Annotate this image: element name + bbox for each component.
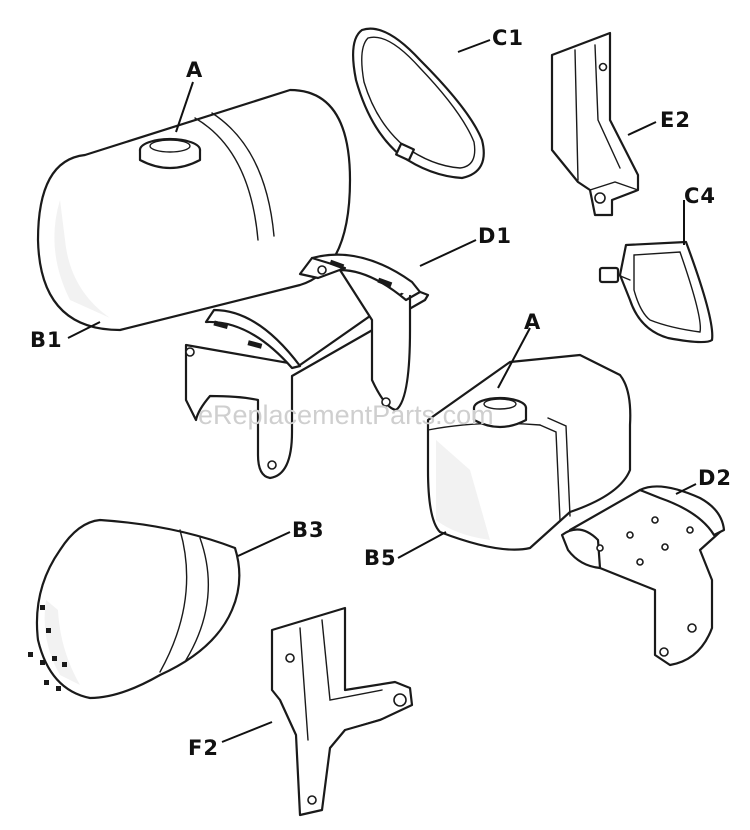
callout-a-right: A	[524, 310, 542, 334]
cradle-bracket-d1	[184, 253, 430, 480]
callout-d1: D1	[478, 224, 513, 248]
leader-lines	[67, 39, 697, 743]
bracket-f2	[270, 606, 414, 817]
callout-b3: B3	[292, 518, 325, 542]
callout-d2: D2	[698, 466, 733, 490]
fuel-tank-b1	[36, 88, 352, 332]
callout-b5: B5	[364, 546, 397, 570]
callout-e2: E2	[660, 108, 691, 132]
callout-b1: B1	[30, 328, 63, 352]
cradle-bracket-d2	[560, 485, 726, 667]
fuel-tank-b5	[426, 353, 632, 551]
strap-c1	[351, 27, 485, 180]
bracket-e2	[550, 31, 640, 217]
fuel-tank-b3	[28, 518, 241, 700]
callout-c4: C4	[684, 184, 717, 208]
callout-a-top: A	[186, 58, 204, 82]
callout-f2: F2	[188, 736, 219, 760]
callout-c1: C1	[492, 26, 525, 50]
strap-c4	[598, 240, 714, 344]
